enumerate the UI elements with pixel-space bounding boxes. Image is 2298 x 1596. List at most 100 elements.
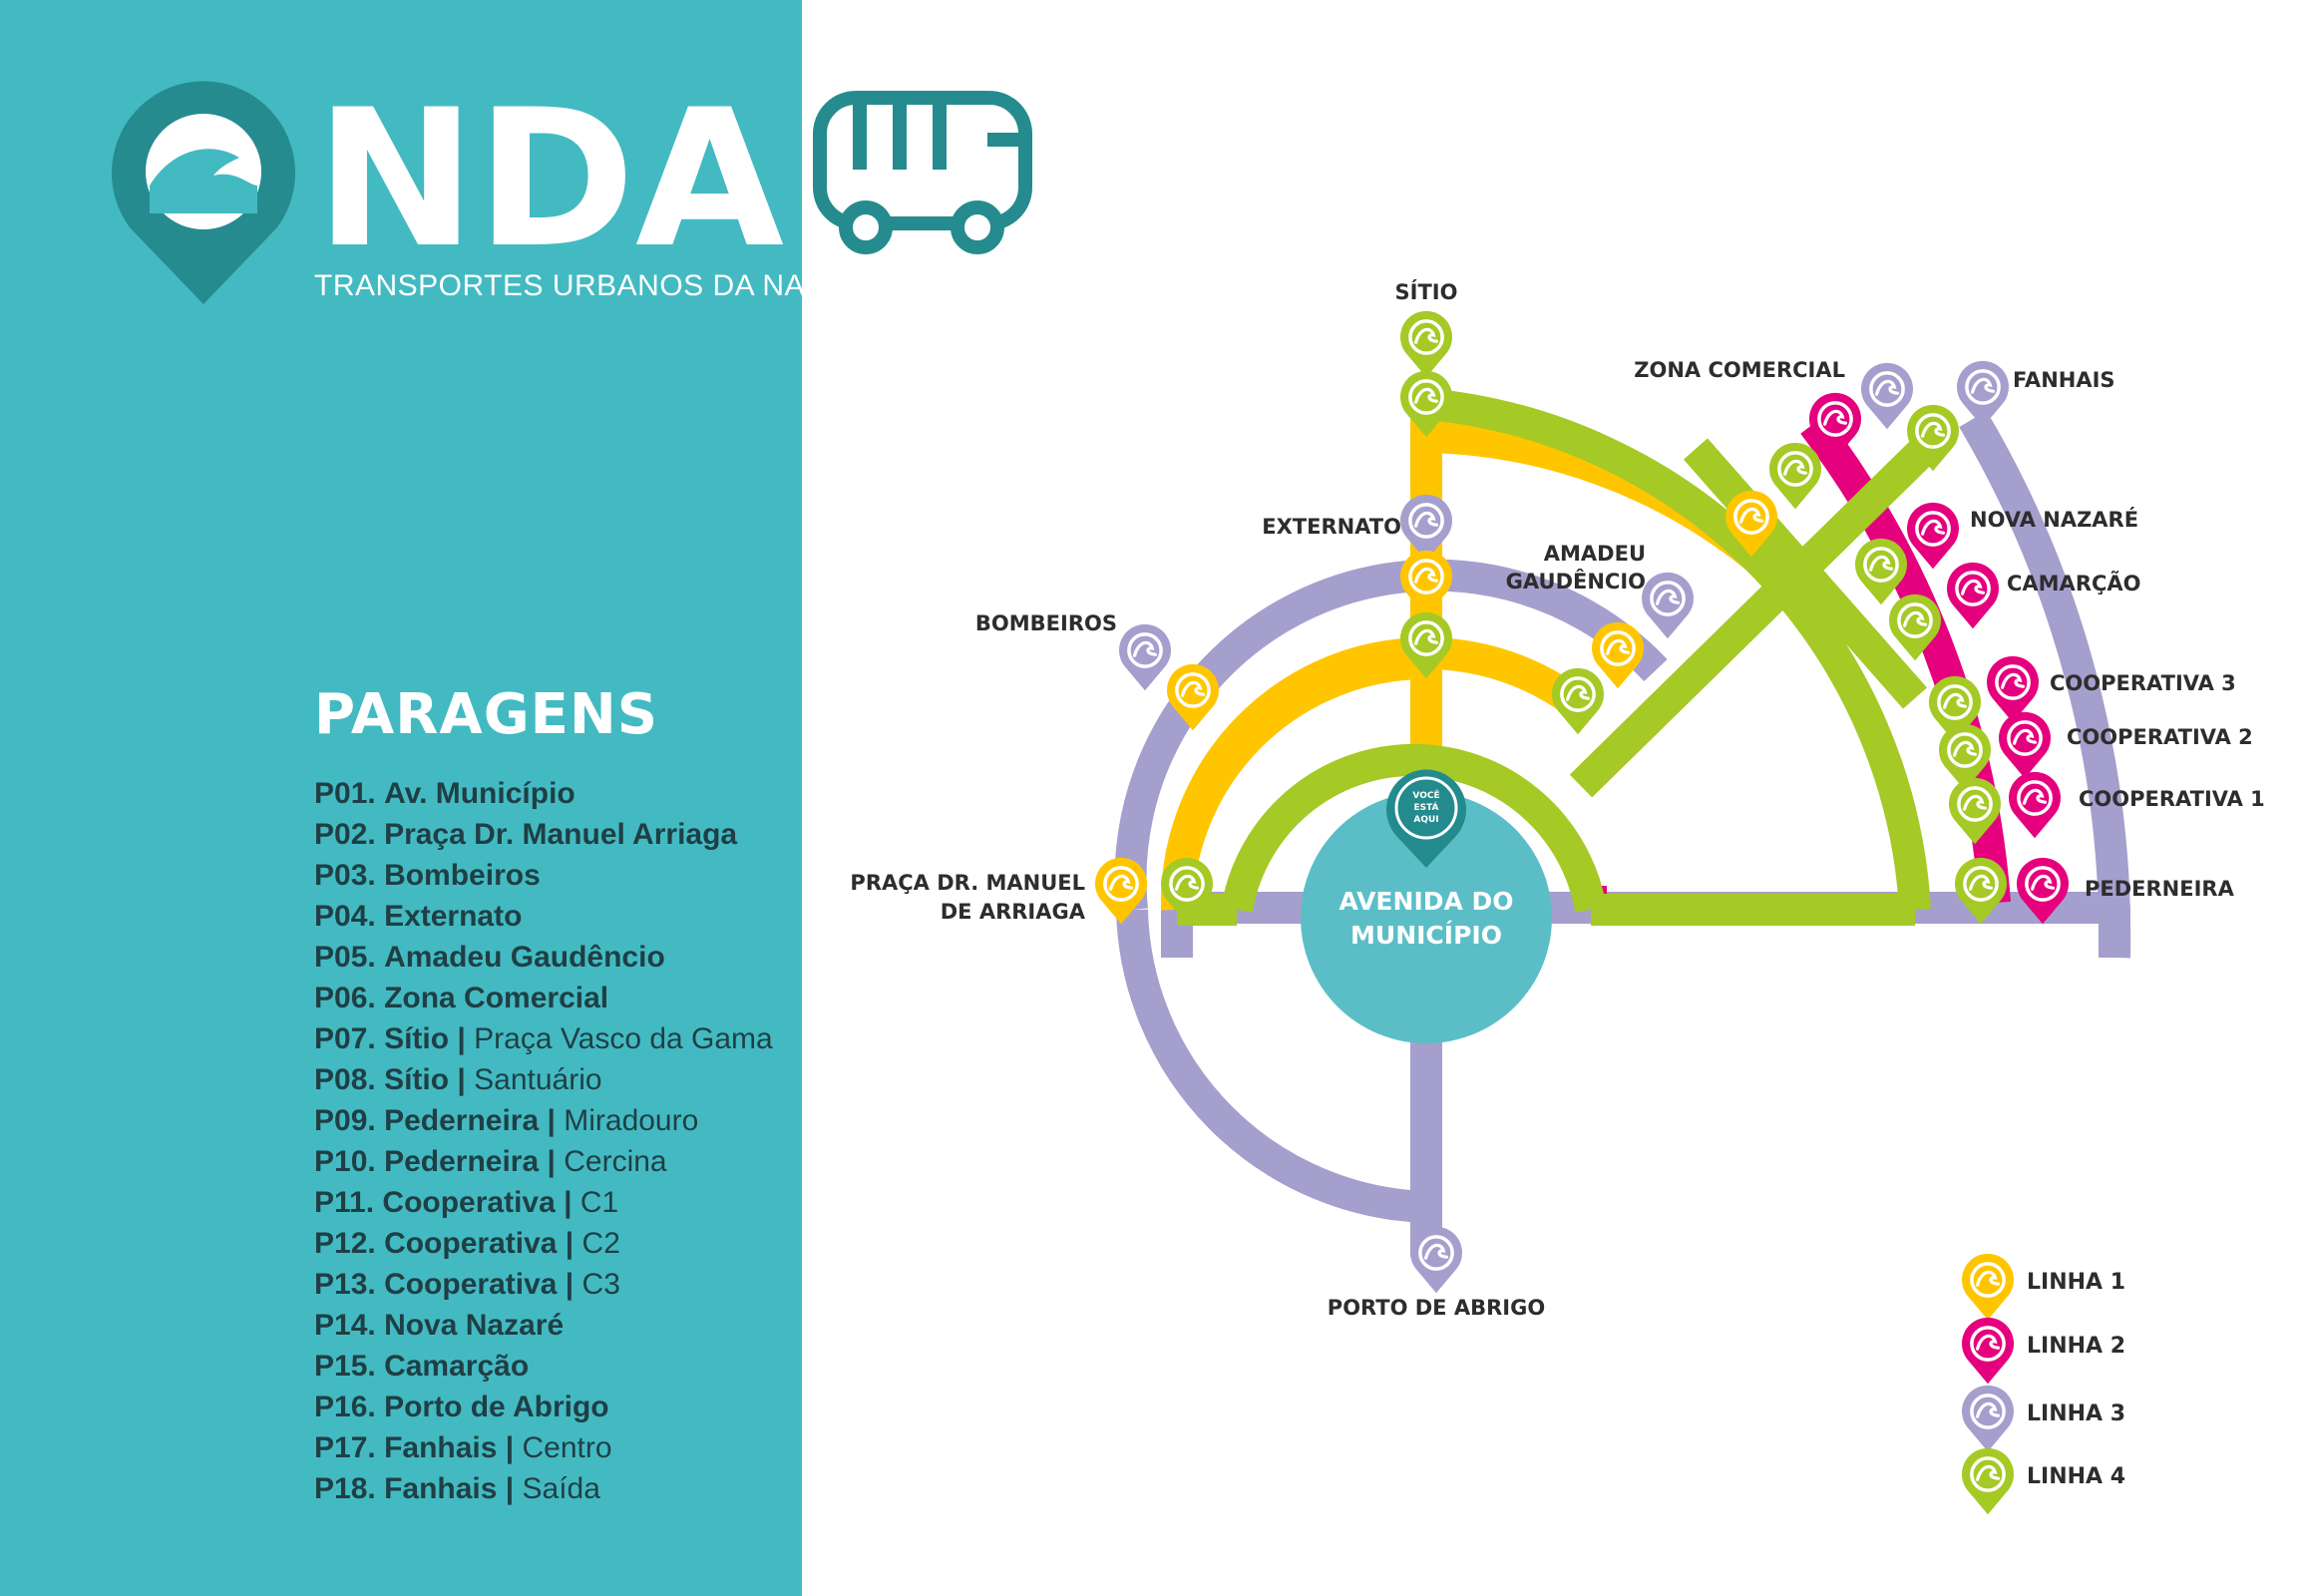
label-praca-line-2: DE ARRIAGA [941, 900, 1086, 924]
stop-detail: Praça Vasco da Gama [474, 1022, 773, 1055]
pin-sitio-top-icon [1399, 310, 1452, 378]
stop-pins [1095, 310, 2070, 1294]
stop-detail: Santuário [474, 1063, 602, 1096]
stop-detail: Saída [522, 1472, 600, 1505]
pin-amadeu-linha3-icon [1642, 572, 1694, 639]
stop-code: P09. [314, 1104, 376, 1137]
label-externato: EXTERNATO [1262, 515, 1401, 539]
label-cooperativa-3: COOPERATIVA 3 [2050, 671, 2236, 695]
legend-pin-linha-4-icon [1962, 1447, 2015, 1515]
stop-separator: | [449, 1063, 475, 1096]
stop-list-item: P12. Cooperativa | C2 [314, 1223, 773, 1264]
label-fanhais: FANHAIS [2013, 368, 2115, 392]
stop-name: Cooperativa [384, 1227, 558, 1260]
stop-list-item: P17. Fanhais | Centro [314, 1427, 773, 1468]
stop-name: Sítio [384, 1063, 450, 1096]
stop-name: Av. Município [384, 777, 575, 810]
stop-code: P13. [314, 1268, 376, 1301]
pin-linha1-column-icon [1400, 550, 1452, 617]
stop-name: Amadeu Gaudêncio [384, 941, 665, 974]
stop-list-item: P01. Av. Município [314, 773, 773, 814]
stop-detail: C2 [581, 1227, 620, 1260]
stop-separator: | [497, 1472, 523, 1505]
label-porto-de-abrigo: PORTO DE ABRIGO [1328, 1296, 1545, 1320]
pin-cooperativa-1-linha4-icon [1949, 777, 2001, 845]
stop-code: P01. [314, 777, 376, 810]
legend-pin-linha-1-icon-shape [1962, 1253, 2015, 1321]
stop-name: Zona Comercial [384, 982, 609, 1014]
stop-name: Camarção [384, 1350, 530, 1383]
stop-list-item: P18. Fanhais | Saída [314, 1468, 773, 1509]
stop-labels: SÍTIO ZONA COMERCIAL FANHAIS EXTERNATO A… [850, 279, 2264, 1320]
pin-zona-comercial-linha4-icon [1769, 442, 1821, 510]
stop-code: P12. [314, 1227, 376, 1260]
logo-wordmark: NDA [315, 69, 784, 289]
stop-code: P02. [314, 818, 376, 851]
stop-list-item: P03. Bombeiros [314, 855, 773, 896]
label-zona-comercial: ZONA COMERCIAL [1634, 358, 1845, 382]
stop-list-item: P08. Sítio | Santuário [314, 1059, 773, 1100]
legend-pin-linha-1-icon [1962, 1253, 2015, 1321]
stop-list-item: P02. Praça Dr. Manuel Arriaga [314, 814, 773, 855]
stop-name: Fanhais [384, 1472, 498, 1505]
stop-list-item: P14. Nova Nazaré [314, 1305, 773, 1346]
stop-separator: | [497, 1431, 523, 1464]
pin-nova-nazare-linha4-icon [1855, 538, 1907, 605]
stop-name: Praça Dr. Manuel Arriaga [384, 818, 738, 851]
stop-list-item: P07. Sítio | Praça Vasco da Gama [314, 1018, 773, 1059]
stop-name: Cooperativa [382, 1186, 556, 1219]
pin-bombeiros-linha3-icon [1119, 623, 1171, 691]
stop-list-item: P09. Pederneira | Miradouro [314, 1100, 773, 1141]
you-are-here-line-1: VOCÊ [1412, 789, 1439, 801]
label-amadeu-line-1: AMADEU [1544, 542, 1646, 566]
legend-item-linha-4: LINHA 4 [1962, 1447, 2125, 1515]
label-amadeu-line-2: GAUDÊNCIO [1506, 569, 1646, 594]
pin-camarcao-linha4-icon [1889, 594, 1941, 661]
legend-label-linha-1: LINHA 1 [2027, 1270, 2125, 1295]
stop-separator: | [539, 1104, 565, 1137]
pin-camarcao-icon [1946, 562, 2000, 629]
stop-code: P11. [314, 1186, 375, 1219]
stop-name: Bombeiros [384, 859, 541, 892]
pin-zona-comercial-linha1-icon [1725, 490, 1777, 558]
pin-linha4-column-icon [1400, 611, 1452, 679]
bus-icon [813, 91, 1032, 254]
pin-externato-icon [1400, 494, 1452, 562]
left-panel [0, 0, 802, 1596]
pin-nova-nazare-icon [1907, 502, 1959, 570]
pin-pederneira-linha4-icon [1955, 857, 2007, 925]
stop-name: Sítio [384, 1022, 450, 1055]
pin-praca-linha4-icon [1161, 857, 1214, 925]
pin-bombeiros-linha1-icon [1167, 663, 1220, 731]
legend-label-linha-2: LINHA 2 [2027, 1334, 2125, 1359]
label-pederneira: PEDERNEIRA [2085, 877, 2235, 901]
stop-name: Nova Nazaré [384, 1309, 565, 1342]
pin-cooperativa-2-linha4-icon [1939, 723, 1991, 791]
center-stop-avenida-do-municipio: VOCÊ ESTÁ AQUI AVENIDA DO MUNICÍPIO [1301, 769, 1552, 1043]
legend-item-linha-1: LINHA 1 [1962, 1253, 2125, 1321]
center-label-line-1: AVENIDA DO [1339, 887, 1513, 916]
pin-pederneira-icon [2016, 857, 2070, 925]
label-praca-line-1: PRAÇA DR. MANUEL [850, 871, 1085, 895]
legend-item-linha-3: LINHA 3 [1962, 1385, 2125, 1452]
legend-pin-linha-3-icon [1962, 1385, 2015, 1452]
stop-name: Cooperativa [384, 1268, 558, 1301]
legend-item-linha-2: LINHA 2 [1962, 1317, 2125, 1385]
stop-code: P14. [314, 1309, 376, 1342]
legend: LINHA 1 LINHA 2 LINHA 3 LINHA 4 [1962, 1253, 2125, 1515]
legend-pin-linha-3-icon-shape [1962, 1385, 2015, 1452]
legend-pin-linha-2-icon [1962, 1317, 2015, 1385]
stop-separator: | [555, 1186, 580, 1219]
stop-detail: C1 [579, 1186, 619, 1219]
pin-sitio-track-icon [1400, 370, 1452, 438]
label-sitio: SÍTIO [1395, 279, 1458, 304]
center-label-line-2: MUNICÍPIO [1350, 921, 1502, 950]
pin-cooperativa-1-icon [2008, 771, 2062, 839]
brand-logo: NDA [112, 69, 1032, 305]
stop-list-item: P06. Zona Comercial [314, 978, 773, 1018]
stop-separator: | [449, 1022, 475, 1055]
stop-list-item: P05. Amadeu Gaudêncio [314, 937, 773, 978]
stop-list-item: P13. Cooperativa | C3 [314, 1264, 773, 1305]
